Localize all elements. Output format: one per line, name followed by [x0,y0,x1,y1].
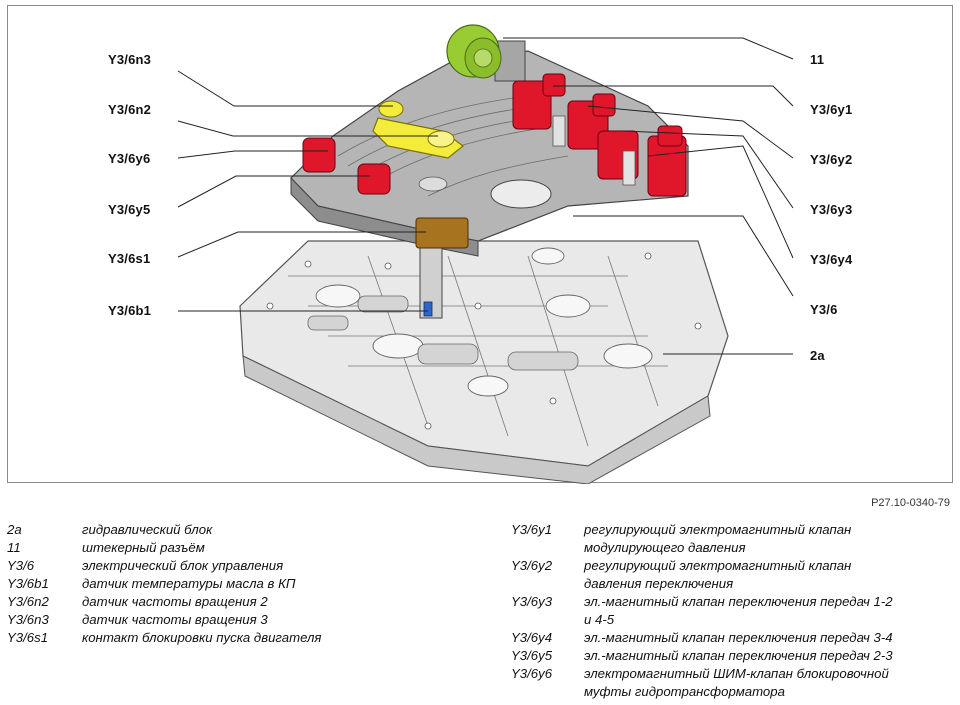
legend-text: гидравлический блок [82,522,213,537]
legend-text: контакт блокировки пуска двигателя [82,630,322,645]
callout-Y3-6b1: Y3/6b1 [108,303,152,318]
legend-code: Y3/6y2 [511,558,553,573]
legend-code: 2a [7,522,22,537]
diagram-frame: Y3/6n3 Y3/6n2 Y3/6y6 Y3/6y5 Y3/6s1 Y3/6b… [7,5,953,484]
leader-lines [177,37,794,355]
legend-row-Y3-6n2: Y3/6n2 датчик частоты вращения 2 [7,593,447,611]
callout-Y3-6y1: Y3/6y1 [810,102,853,117]
legend-row-Y3-6s1: Y3/6s1 контакт блокировки пуска двигателя [7,629,447,647]
figure-reference: P27.10-0340-79 [871,497,950,509]
speed-sensors-yellow [372,100,464,159]
legend-code: Y3/6y6 [511,666,553,681]
legend-code: Y3/6y5 [511,648,553,663]
legend-row-2a: 2a гидравлический блок [7,521,447,539]
legend-row-Y3-6y3: Y3/6y3 эл.-магнитный клапан переключения … [511,593,956,629]
connector-11 [446,24,526,82]
callout-Y3-6y6: Y3/6y6 [108,151,151,166]
callout-2a: 2a [810,348,825,363]
legend-text: электромагнитный ШИМ-клапан блокировочно… [584,666,889,699]
legend-right: Y3/6y1 регулирующий электромагнитный клап… [511,521,956,701]
legend-text: эл.-магнитный клапан переключения переда… [584,648,893,663]
legend-code: Y3/6b1 [7,576,49,591]
legend-row-Y3-6y6: Y3/6y6 электромагнитный ШИМ-клапан блокир… [511,665,956,701]
legend-row-Y3-6y5: Y3/6y5 эл.-магнитный клапан переключения … [511,647,956,665]
valve-body-illustration [177,24,794,484]
legend-text: датчик частоты вращения 3 [82,612,268,627]
legend-text: эл.-магнитный клапан переключения переда… [584,594,893,627]
legend-row-Y3-6: Y3/6 электрический блок управления [7,557,447,575]
legend-code: Y3/6s1 [7,630,49,645]
legend-code: Y3/6n2 [7,594,49,609]
legend-row-11: 11 штекерный разъём [7,539,447,557]
callout-Y3-6y2: Y3/6y2 [810,152,853,167]
legend-row-Y3-6y2: Y3/6y2 регулирующий электромагнитный клап… [511,557,956,593]
callout-11: 11 [810,52,825,67]
legend-text: электрический блок управления [82,558,284,573]
legend-code: Y3/6 [7,558,35,573]
legend-row-Y3-6n3: Y3/6n3 датчик частоты вращения 3 [7,611,447,629]
legend-code: 11 [7,540,21,555]
callout-Y3-6s1: Y3/6s1 [108,251,151,266]
legend-row-Y3-6y4: Y3/6y4 эл.-магнитный клапан переключения … [511,629,956,647]
callout-Y3-6y3: Y3/6y3 [810,202,853,217]
legend-code: Y3/6y4 [511,630,553,645]
callout-Y3-6n3: Y3/6n3 [108,52,152,67]
legend-code: Y3/6y1 [511,522,553,537]
callout-Y3-6y4: Y3/6y4 [810,252,853,267]
legend-row-Y3-6y1: Y3/6y1 регулирующий электромагнитный клап… [511,521,956,557]
legend-code: Y3/6y3 [511,594,553,609]
hydraulic-block [239,240,729,484]
legend-text: эл.-магнитный клапан переключения переда… [584,630,893,645]
start-lock-contact [415,217,469,249]
solenoids-left [302,137,391,195]
legend-left: 2a гидравлический блок 11 штекерный разъём… [7,521,447,647]
legend-text: штекерный разъём [82,540,205,555]
callout-Y3-6n2: Y3/6n2 [108,102,152,117]
legend-code: Y3/6n3 [7,612,49,627]
legend-text: датчик температуры масла в КП [82,576,296,591]
legend-text: регулирующий электромагнитный клапан мод… [584,522,852,555]
legend-text: регулирующий электромагнитный клапан дав… [584,558,852,591]
temp-sensor [423,301,433,317]
callout-Y3-6: Y3/6 [810,302,838,317]
solenoids-right [512,73,687,197]
legend-row-Y3-6b1: Y3/6b1 датчик температуры масла в КП [7,575,447,593]
callout-Y3-6y5: Y3/6y5 [108,202,151,217]
legend-text: датчик частоты вращения 2 [82,594,268,609]
